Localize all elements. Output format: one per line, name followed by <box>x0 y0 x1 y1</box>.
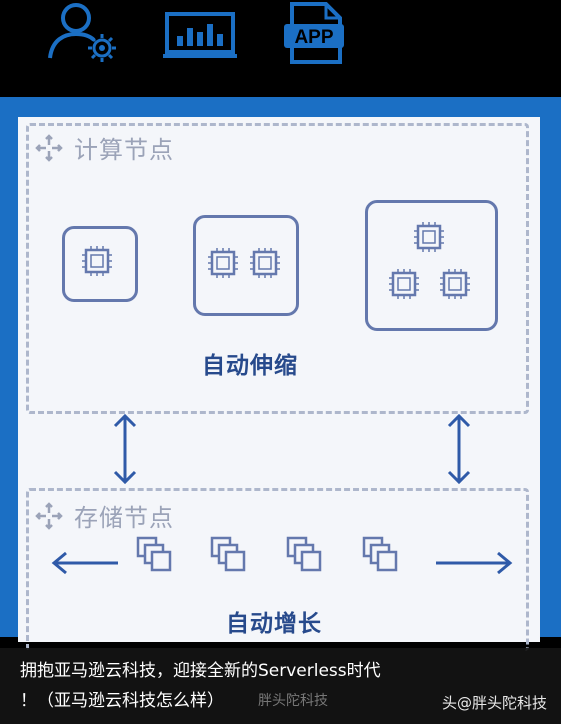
single-chip-group <box>62 226 138 302</box>
dashboard-monitor-icon <box>163 12 237 58</box>
caption-line-2: ！（亚马逊云科技怎么样） <box>20 691 224 711</box>
storage-node-title: 存储节点 <box>74 504 174 532</box>
watermark: 头@胖头陀科技 <box>441 694 547 712</box>
caption-bar <box>0 648 561 724</box>
triple-chip-group <box>365 200 498 331</box>
auto-scaling-label: 自动伸缩 <box>202 353 298 379</box>
app-icon-label: APP <box>294 27 333 48</box>
storage-node-box <box>26 488 529 651</box>
double-chip-group <box>193 215 299 316</box>
storage-node-header: 存储节点 <box>34 498 174 533</box>
compute-node-header: 计算节点 <box>34 130 174 165</box>
caption-line-1: 拥抱亚马逊云科技，迎接全新的Serverless时代 <box>20 661 381 681</box>
auto-growth-label: 自动增长 <box>226 611 322 637</box>
top-icon-row: APP <box>0 0 561 98</box>
faded-caption-text: 胖头陀科技 <box>258 693 328 709</box>
move-arrows-icon <box>35 501 63 530</box>
compute-node-box <box>26 123 529 414</box>
app-file-icon: APP <box>284 2 344 64</box>
user-settings-icon <box>48 3 116 62</box>
move-arrows-icon <box>35 133 63 162</box>
compute-node-title: 计算节点 <box>74 136 174 164</box>
